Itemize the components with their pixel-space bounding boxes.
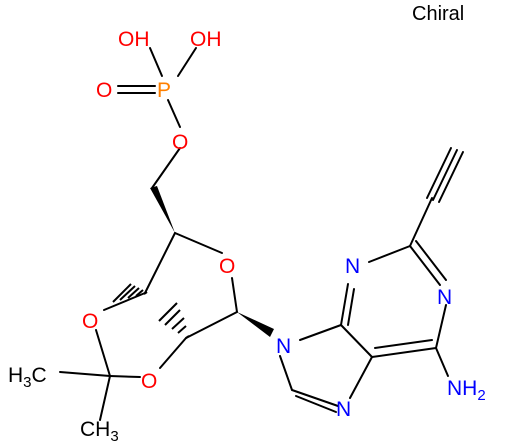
bond-c3-o-top	[103, 292, 146, 311]
atom-oh-left: OH	[118, 28, 150, 51]
atom-o-ring: O	[219, 255, 235, 278]
bond-n7-c5	[349, 356, 373, 399]
chiral-label: Chiral	[412, 3, 464, 25]
bond-cq-o-bottom	[109, 375, 141, 378]
bond-triple-c	[438, 151, 464, 203]
bond-c2-n1-b	[415, 240, 447, 281]
atom-n3: N	[345, 255, 360, 278]
bond-c4-n3-b	[347, 288, 355, 326]
atom-nh2-sub: 2	[477, 387, 485, 404]
bond-o-ester-ch2	[151, 147, 181, 189]
wedge-c1-n9	[237, 312, 274, 337]
atom-nh2: NH2	[447, 377, 486, 404]
bond-o-top-cq	[95, 329, 111, 377]
bond-o-bottom-c2	[159, 337, 187, 369]
atom-nh2-main: NH	[447, 377, 477, 400]
bond-o-ring-c1	[231, 277, 238, 313]
hash-c2-h	[158, 302, 190, 339]
hash-c3-h	[112, 283, 148, 303]
atom-ch3-bottom-sub: 3	[110, 428, 118, 444]
bond-n9-c8	[279, 355, 293, 391]
atom-n9: N	[276, 335, 291, 358]
bond-c4-n3-a	[340, 283, 349, 326]
bonds	[59, 47, 464, 421]
bond-c2-n1-a	[409, 245, 441, 286]
bond-c8-n7-a	[291, 389, 339, 407]
atom-ch3-bottom-main: CH	[80, 418, 110, 441]
hashed-bonds	[112, 283, 190, 339]
atom-p: P	[157, 79, 171, 102]
bond-c5-c4	[340, 324, 373, 358]
atom-ch3-left-c: C	[32, 364, 47, 387]
bond-cq-ch3-bottom	[99, 375, 111, 421]
bond-oh-right-p	[177, 47, 197, 77]
bond-c6-nh2	[435, 347, 449, 377]
bond-n3-c2	[368, 245, 411, 263]
wedge-c4-ch2	[150, 186, 175, 233]
atom-n7: N	[336, 398, 351, 421]
atom-ch3-bottom: CH3	[80, 418, 119, 444]
wedge-bonds	[150, 186, 274, 337]
atom-o-double: O	[96, 79, 112, 102]
bond-triple-a	[426, 147, 452, 199]
bond-c6-c5-b	[374, 339, 433, 349]
atom-labels: OH OH O P O O O O N N N N NH2 H3C CH3	[8, 28, 486, 444]
bond-c1-c2	[185, 311, 238, 339]
bond-n1-c6	[435, 304, 447, 349]
bond-c8-n7-b	[295, 395, 337, 413]
atom-ch3-left: H3C	[8, 364, 47, 391]
atom-oh-right: OH	[190, 28, 222, 51]
atom-n1: N	[437, 286, 452, 309]
bond-c4-n9	[299, 324, 342, 341]
bond-triple-b	[432, 149, 458, 201]
bond-c4-o-ring	[174, 232, 223, 254]
bond-c2-ethynyl	[409, 197, 433, 247]
atom-ch3-left-sub: 3	[23, 374, 31, 391]
bond-oh-left-p	[149, 47, 163, 77]
atom-ch3-left-h: H	[8, 364, 23, 387]
bond-p-o-ester	[167, 99, 181, 128]
atom-o-ester: O	[172, 131, 188, 154]
atom-o-dioxolane-top: O	[82, 310, 98, 333]
bond-c6-c5-a	[371, 347, 437, 358]
bond-cq-ch3-left	[59, 371, 111, 377]
atom-o-dioxolane-bottom: O	[141, 370, 157, 393]
bond-c3-c4	[144, 232, 176, 294]
